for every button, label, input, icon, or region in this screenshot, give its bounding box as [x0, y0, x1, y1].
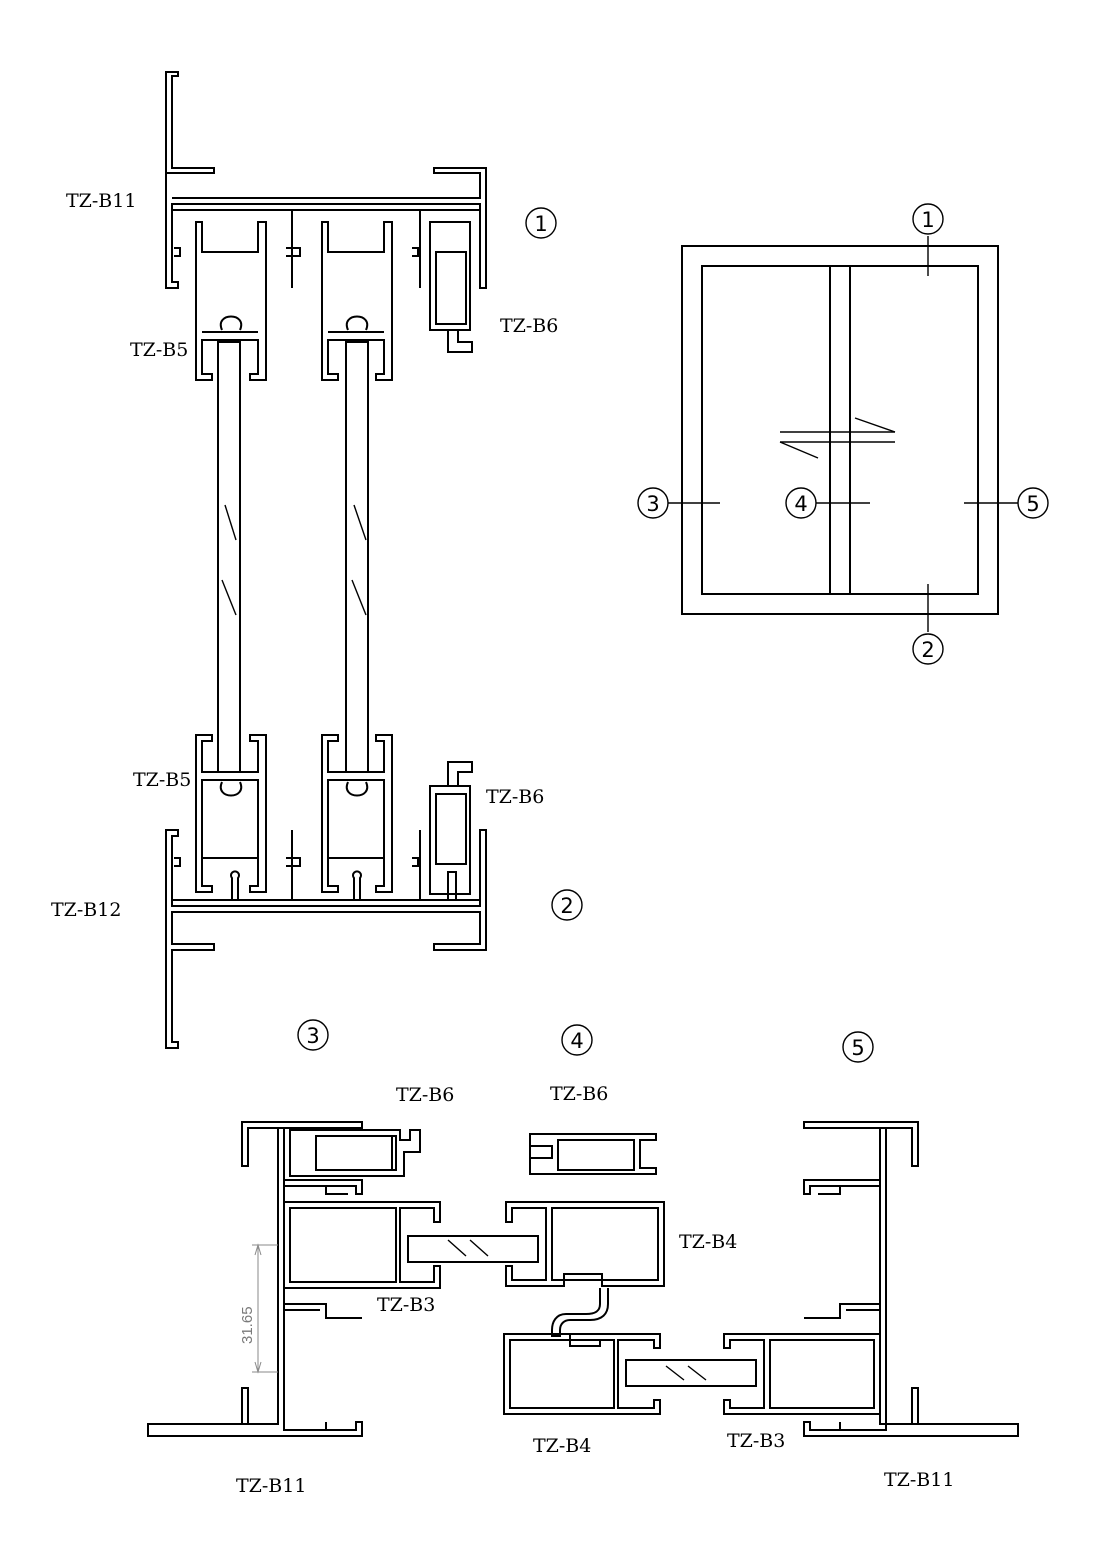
marker-section-5-number: 5 — [851, 1036, 864, 1060]
top-frame-profile — [165, 71, 487, 289]
sliding-direction-arrow — [779, 417, 896, 459]
glass-pane-left — [217, 341, 241, 773]
upper-sash-right — [321, 221, 393, 381]
elevation-marker-1-number: 1 — [921, 208, 934, 232]
marker-section-4-number: 4 — [570, 1029, 583, 1053]
elevation-marker-5: 5 — [1017, 487, 1049, 519]
horizontal-section: 31.65 TZ-B6 TZ-B6 TZ-B4 TZ-B3 TZ-B4 TZ-B… — [147, 1019, 1019, 1497]
marker-section-4: 4 — [561, 1024, 593, 1056]
marker-section-2: 2 — [551, 889, 583, 921]
label-lower-bead: TZ-B6 — [486, 786, 544, 808]
bottom-frame-profile — [165, 829, 487, 1049]
lower-sash-left — [195, 734, 267, 893]
label-middle-bead: TZ-B6 — [550, 1083, 608, 1105]
right-frame-profile — [803, 1121, 1019, 1437]
elevation-marker-2-number: 2 — [921, 638, 934, 662]
window-elevation: 1 2 3 4 5 — [637, 203, 1049, 665]
left-bead-profile — [289, 1129, 421, 1177]
label-lower-sash: TZ-B5 — [133, 769, 191, 791]
lower-bead-profile — [429, 761, 473, 895]
marker-section-5: 5 — [842, 1031, 874, 1063]
label-left-interlock: TZ-B3 — [377, 1294, 435, 1316]
label-right-frame: TZ-B11 — [884, 1469, 954, 1491]
elevation-marker-4: 4 — [785, 487, 817, 519]
marker-section-1: 1 — [525, 207, 557, 239]
elevation-marker-4-number: 4 — [794, 492, 807, 516]
marker-section-1-number: 1 — [534, 212, 547, 236]
marker-section-3: 3 — [297, 1019, 329, 1051]
label-left-bead: TZ-B6 — [396, 1084, 454, 1106]
label-top-frame: TZ-B11 — [66, 190, 136, 212]
lower-sash-section — [503, 1333, 881, 1415]
middle-bead-profile — [529, 1133, 657, 1175]
lower-sash-right — [321, 734, 393, 893]
glass-pane-right — [345, 341, 369, 773]
label-lower-sash-b4: TZ-B4 — [533, 1435, 591, 1457]
upper-sash-left — [195, 221, 267, 381]
label-upper-sash: TZ-B5 — [130, 339, 188, 361]
label-right-interlock: TZ-B3 — [727, 1430, 785, 1452]
elevation-marker-1: 1 — [912, 203, 944, 235]
interlock-hook — [551, 1288, 609, 1347]
elevation-marker-2: 2 — [912, 633, 944, 665]
dimension-value: 31.65 — [239, 1306, 256, 1344]
upper-sash-section — [284, 1201, 665, 1289]
marker-section-3-number: 3 — [306, 1024, 319, 1048]
label-bottom-frame: TZ-B12 — [51, 899, 121, 921]
elevation-marker-3: 3 — [637, 487, 669, 519]
label-upper-sash-b4: TZ-B4 — [679, 1231, 737, 1253]
dimension-31-65: 31.65 — [239, 1243, 278, 1374]
label-left-frame: TZ-B11 — [236, 1475, 306, 1497]
elevation-marker-3-number: 3 — [646, 492, 659, 516]
label-upper-bead: TZ-B6 — [500, 315, 558, 337]
elevation-marker-5-number: 5 — [1026, 492, 1039, 516]
vertical-section: TZ-B11 TZ-B5 TZ-B6 TZ-B5 TZ-B6 TZ-B12 1 … — [51, 71, 583, 1049]
upper-bead-profile — [429, 221, 473, 353]
left-frame-profile — [147, 1121, 363, 1437]
marker-section-2-number: 2 — [560, 894, 573, 918]
